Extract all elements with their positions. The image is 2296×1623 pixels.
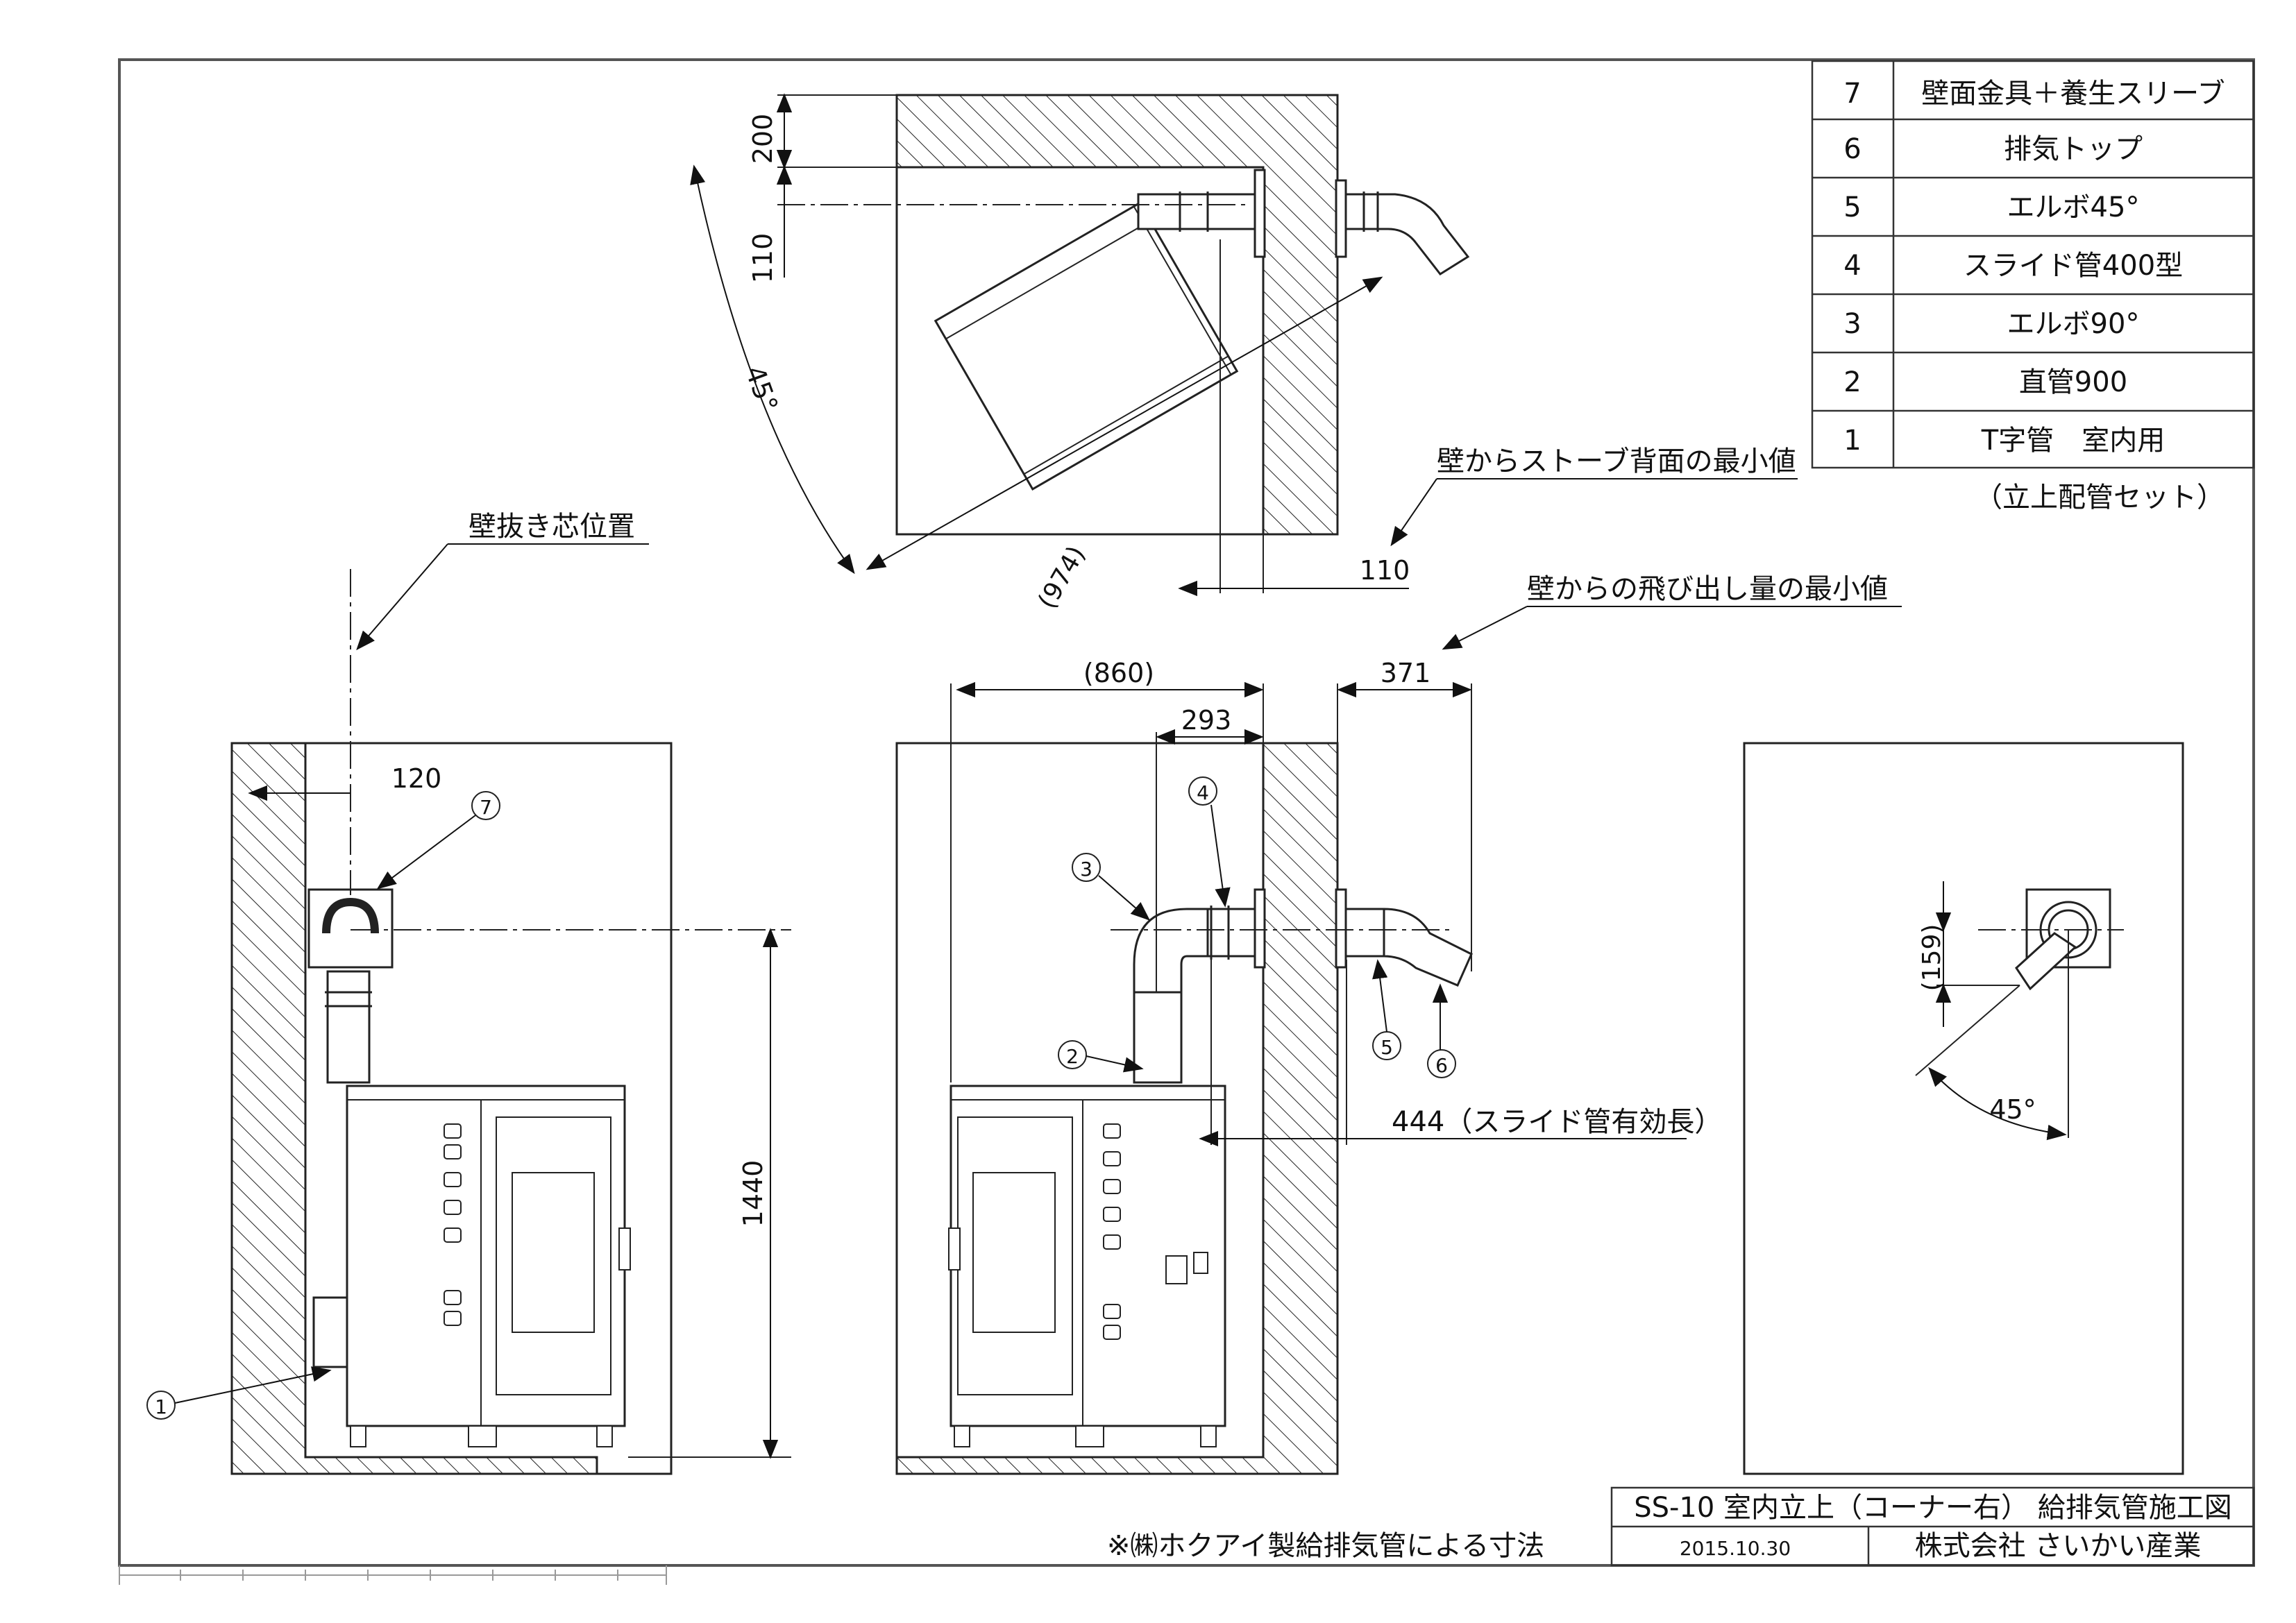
parts-row-5-name: エルボ45°: [2007, 192, 2140, 223]
parts-row-5-no: 5: [1843, 192, 1861, 223]
note-min-projection: 壁からの飛び出し量の最小値: [1527, 573, 1888, 605]
dim-top-45: 45°: [739, 362, 784, 416]
parts-row-3-name: エルボ90°: [2007, 308, 2140, 340]
leader-wall-center-arrow: [356, 543, 448, 651]
parts-row-1-no: 1: [1843, 425, 1861, 457]
wall-view: [1743, 742, 2184, 1475]
balloon-4: [1188, 776, 1231, 908]
dim-side-371: 371: [1381, 658, 1431, 688]
front-view: [230, 569, 791, 1475]
parts-row-2-name: 直管900: [2019, 366, 2127, 398]
leader-min-projection-arrow: [1442, 606, 1528, 650]
parts-row-3-no: 3: [1843, 308, 1861, 340]
balloon-7: [376, 791, 500, 890]
bottom-ruler: [119, 1565, 667, 1585]
top-view: [690, 93, 1470, 597]
title-block-title: SS-10 室内立上（コーナー右） 給排気管施工図: [1634, 1492, 2232, 1524]
balloon-2: [1058, 1040, 1144, 1073]
dim-wall-45: 45°: [1989, 1094, 2036, 1125]
parts-table: [1811, 60, 2255, 469]
parts-table-caption: （立上配管セット）: [1975, 482, 2225, 513]
dim-top-974: (974): [1033, 541, 1091, 613]
parts-row-1-name: T字管 室内用: [1981, 425, 2165, 457]
title-block-date: 2015.10.30: [1680, 1537, 1791, 1560]
title-block: [1610, 1486, 2255, 1567]
dim-top-200: 200: [748, 114, 778, 164]
balloon-3-label: 3: [1080, 858, 1092, 881]
balloon-4-label: 4: [1197, 781, 1209, 804]
balloon-6-label: 6: [1435, 1054, 1448, 1077]
balloon-5: [1372, 959, 1401, 1060]
balloon-3: [1072, 853, 1151, 921]
dim-side-860: (860): [1083, 658, 1154, 688]
parts-row-4-no: 4: [1843, 250, 1861, 282]
balloon-7-label: 7: [480, 796, 492, 819]
dim-wall-159: (159): [1918, 924, 1946, 992]
balloon-1-label: 1: [155, 1395, 167, 1418]
dim-front-1440: 1440: [738, 1160, 768, 1227]
balloon-1: [146, 1366, 332, 1420]
sheet-border: [118, 58, 2255, 1567]
parts-row-4-name: スライド管400型: [1964, 250, 2183, 282]
dim-front-120: 120: [391, 763, 442, 794]
leader-min-wall-to-back-arrow: [1390, 478, 1437, 547]
side-view: [895, 681, 1687, 1475]
parts-row-7-no: 7: [1843, 78, 1861, 110]
note-min-wall-to-back: 壁からストーブ背面の最小値: [1437, 445, 1796, 477]
balloon-2-label: 2: [1066, 1045, 1079, 1068]
note-slide-length: 444（スライド管有効長）: [1392, 1106, 1722, 1138]
parts-row-7-name: 壁面金具＋養生スリーブ: [1921, 78, 2225, 110]
title-block-note: ※㈱ホクアイ製給排気管による寸法: [1107, 1530, 1544, 1562]
parts-row-6-no: 6: [1843, 133, 1861, 165]
parts-row-2-no: 2: [1843, 366, 1861, 398]
title-block-company: 株式会社 さいかい産業: [1915, 1530, 2202, 1562]
parts-row-6-name: 排気トップ: [2004, 133, 2143, 165]
note-wall-center: 壁抜き芯位置: [469, 511, 635, 543]
dim-top-110-v: 110: [748, 233, 778, 284]
balloon-6: [1427, 983, 1456, 1078]
balloon-5-label: 5: [1381, 1036, 1393, 1059]
dim-top-110-h: 110: [1360, 555, 1410, 586]
dim-side-293: 293: [1181, 705, 1232, 736]
